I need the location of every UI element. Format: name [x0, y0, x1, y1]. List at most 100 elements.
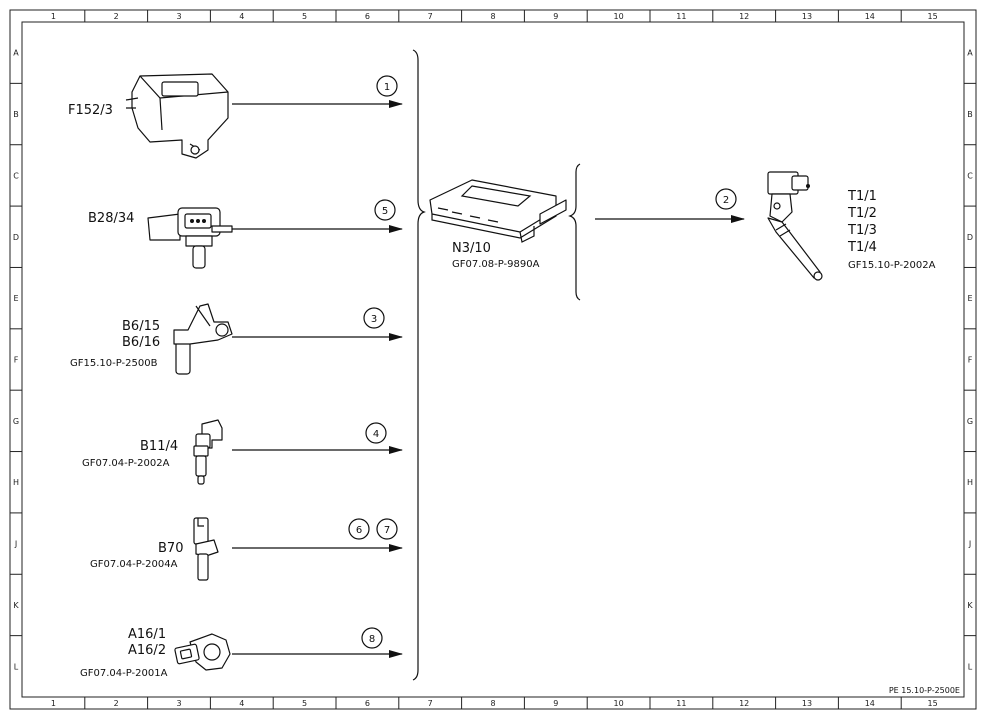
- grid-row-label-left: D: [13, 233, 19, 242]
- signal-3-bubble: 3: [363, 307, 385, 329]
- b6-sensor-illustration: [173, 303, 233, 375]
- a16-doc-ref: GF07.04-P-2001A: [80, 668, 168, 679]
- a16-2-label: A16/2: [128, 643, 166, 658]
- f152-3-label: F152/3: [68, 103, 113, 118]
- b6-15-label: B6/15: [122, 319, 160, 334]
- grid-row-label-right: B: [967, 110, 973, 119]
- grid-column-label-bottom: 8: [490, 699, 495, 708]
- grid-column-label-top: 13: [802, 12, 812, 21]
- b70-label: B70: [158, 541, 183, 556]
- component-b70: B70 GF07.04-P-2004A: [90, 517, 219, 581]
- component-b11-4: B11/4 GF07.04-P-2002A: [82, 419, 223, 485]
- signal-1-text: 1: [384, 82, 390, 93]
- grid-column-label-top: 5: [302, 12, 307, 21]
- grid-row-label-left: F: [14, 356, 19, 365]
- t1-4-label: T1/4: [847, 240, 877, 255]
- grid-column-label-top: 10: [614, 12, 624, 21]
- b11-4-doc-ref: GF07.04-P-2002A: [82, 458, 170, 469]
- grid-column-label-top: 6: [365, 12, 370, 21]
- inner-frame: [21, 21, 965, 698]
- n3-10-control-unit-illustration: [429, 179, 567, 243]
- b11-4-sensor-illustration: [193, 419, 223, 485]
- grid-row-label-right: F: [968, 356, 973, 365]
- grid-column-label-top: 3: [176, 12, 181, 21]
- grid-column-label-bottom: 15: [928, 699, 938, 708]
- grid-column-label-bottom: 14: [865, 699, 875, 708]
- component-b28-34: B28/34: [88, 207, 233, 269]
- signal-1-bubble: 1: [376, 75, 398, 97]
- b28-34-sensor-illustration: [147, 207, 233, 269]
- signal-numbers: 1 5 3 4 6 7 8 2: [348, 75, 737, 649]
- grid-row-label-right: H: [967, 478, 973, 487]
- grid-row-label-left: K: [13, 601, 19, 610]
- signal-8-bubble: 8: [361, 627, 383, 649]
- component-f152-3: F152/3: [68, 73, 229, 159]
- t1-1-label: T1/1: [847, 189, 877, 204]
- grid-row-label-left: A: [13, 49, 19, 58]
- signal-arrows-inputs: [232, 100, 403, 658]
- input-bracket: [412, 49, 426, 681]
- component-a16: A16/1 A16/2 GF07.04-P-2001A: [80, 627, 231, 679]
- signal-4-text: 4: [373, 429, 379, 440]
- t1-ignition-coil-illustration: [767, 171, 823, 281]
- grid-column-label-top: 9: [553, 12, 558, 21]
- grid-column-label-bottom: 7: [428, 699, 433, 708]
- component-b6: B6/15 B6/16 GF15.10-P-2500B: [70, 303, 233, 375]
- signal-5-text: 5: [382, 206, 388, 217]
- grid-column-label-top: 15: [928, 12, 938, 21]
- signal-2-bubble: 2: [715, 188, 737, 210]
- grid-column-label-bottom: 4: [239, 699, 244, 708]
- grid-column-label-top: 8: [490, 12, 495, 21]
- grid-column-label-top: 4: [239, 12, 244, 21]
- signal-7-bubble: 7: [376, 518, 398, 540]
- grid-row-label-left: E: [13, 294, 18, 303]
- grid-column-label-bottom: 3: [176, 699, 181, 708]
- b6-16-label: B6/16: [122, 335, 160, 350]
- outer-frame: [9, 9, 977, 710]
- grid-column-label-top: 2: [114, 12, 119, 21]
- grid-column-label-bottom: 13: [802, 699, 812, 708]
- grid-column-label-bottom: 6: [365, 699, 370, 708]
- grid-row-label-left: G: [13, 417, 19, 426]
- signal-4-bubble: 4: [365, 422, 387, 444]
- grid-column-label-top: 14: [865, 12, 875, 21]
- grid-labels: 1122334455667788991010111112121313141415…: [13, 12, 973, 708]
- grid-column-label-bottom: 10: [614, 699, 624, 708]
- signal-8-text: 8: [369, 634, 375, 645]
- grid-row-label-right: J: [968, 540, 971, 549]
- grid-row-label-right: E: [967, 294, 972, 303]
- grid-column-label-bottom: 5: [302, 699, 307, 708]
- grid-row-label-right: G: [967, 417, 973, 426]
- grid-row-label-left: H: [13, 478, 19, 487]
- grid-row-label-left: C: [13, 171, 19, 180]
- grid-column-label-top: 7: [428, 12, 433, 21]
- n3-10-label: N3/10: [452, 241, 491, 256]
- grid-column-label-top: 12: [739, 12, 749, 21]
- b11-4-label: B11/4: [140, 439, 178, 454]
- grid-column-label-bottom: 9: [553, 699, 558, 708]
- grid-column-label-bottom: 12: [739, 699, 749, 708]
- grid-ticks: [10, 10, 976, 709]
- f152-3-module-illustration: [125, 73, 229, 159]
- document-id: PE 15.10-P-2500E: [889, 686, 960, 695]
- a16-knock-sensor-illustration: [174, 633, 231, 671]
- t1-3-label: T1/3: [847, 223, 877, 238]
- signal-6-text: 6: [356, 525, 362, 536]
- n3-10-doc-ref: GF07.08-P-9890A: [452, 259, 540, 270]
- signal-5-bubble: 5: [374, 199, 396, 221]
- grid-row-label-right: K: [967, 601, 973, 610]
- grid-column-label-top: 11: [676, 12, 686, 21]
- component-t1: T1/1 T1/2 T1/3 T1/4 GF15.10-P-2002A: [767, 171, 936, 281]
- grid-row-label-right: A: [967, 49, 973, 58]
- grid-column-label-bottom: 2: [114, 699, 119, 708]
- b70-sensor-illustration: [193, 517, 219, 581]
- signal-7-text: 7: [384, 525, 390, 536]
- signal-3-text: 3: [371, 314, 377, 325]
- grid-row-label-right: C: [967, 171, 973, 180]
- grid-row-label-left: B: [13, 110, 19, 119]
- b70-doc-ref: GF07.04-P-2004A: [90, 559, 178, 570]
- grid-column-label-top: 1: [51, 12, 56, 21]
- grid-column-label-bottom: 11: [676, 699, 686, 708]
- grid-row-label-right: D: [967, 233, 973, 242]
